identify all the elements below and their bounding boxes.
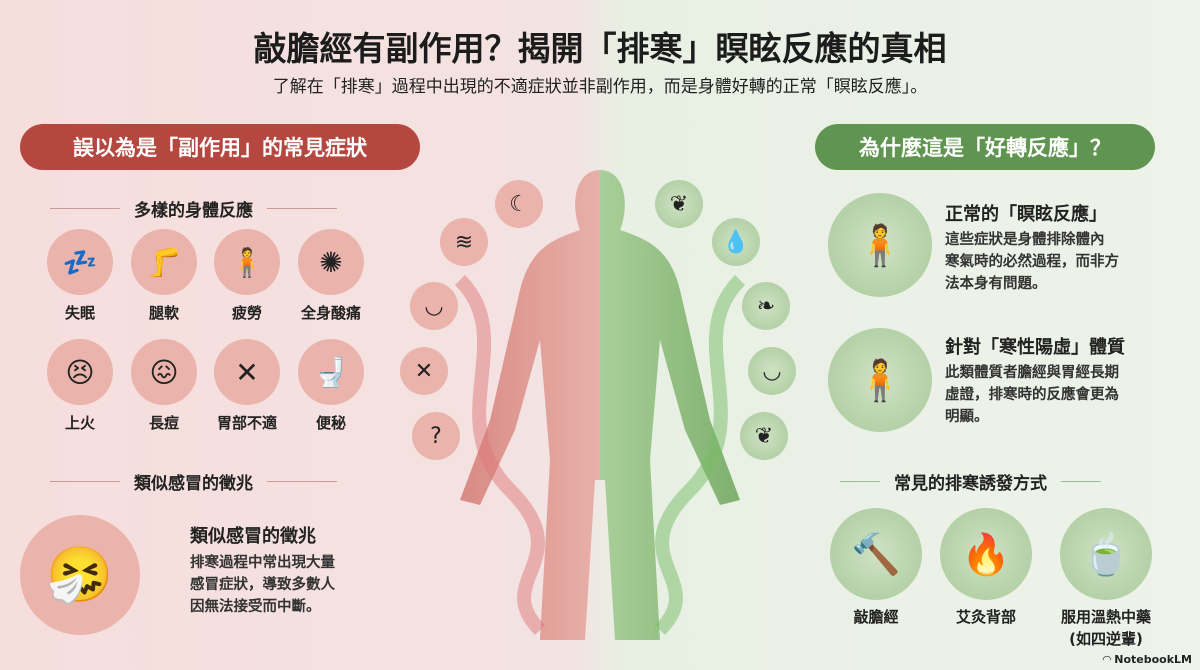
leaf-icon: ❧ (742, 282, 790, 330)
legs-icon: 🦵 (131, 229, 197, 295)
flu-body: 排寒過程中常出現大量感冒症狀，導致多數人因無法接受而中斷。 (190, 555, 335, 615)
left-heading-pill: 誤以為是「副作用」的常見症狀 (20, 124, 420, 170)
bowl-icon: ◡ (748, 347, 796, 395)
symptom-label: 腿軟 (148, 304, 179, 322)
stomach-icon: ✕ (400, 347, 448, 395)
body-figures-illustration (454, 170, 746, 640)
flushed-face-icon: 😣 (47, 339, 113, 405)
symptom-label: 疲勞 (231, 304, 262, 322)
page-subtitle: 了解在「排寒」過程中出現的不適症狀並非副作用，而是身體好轉的正常「瞑眩反應」。 (272, 77, 928, 97)
fatigue-icon: 🧍 (214, 229, 280, 295)
section-methods: 常見的排寒誘發方式 (840, 469, 1101, 494)
section-title: 常見的排寒誘發方式 (894, 474, 1047, 494)
symptom-label: 失眠 (64, 304, 95, 322)
method-label: 敲膽經 (853, 608, 899, 626)
moon-icon: ☾ (495, 180, 543, 228)
green-body-half (600, 170, 740, 640)
item1-body: 這些症狀是身體排除體內寒氣時的必然過程，而非方法本身有問題。 (945, 232, 1119, 292)
notebooklm-logo: ◠NotebookLM (1102, 653, 1192, 666)
lightbulb-icon: ? (412, 412, 460, 460)
stomach-icon: ✕ (214, 339, 280, 405)
leaf-icon: ❦ (740, 412, 788, 460)
sprout-icon: ❦ (655, 180, 703, 228)
item2-body: 此類體質者膽經與胃經長期虛證，排寒時的反應會更為明顯。 (945, 365, 1119, 425)
toilet-icon: 🚽 (298, 339, 364, 405)
item1-title: 正常的「瞑眩反應」 (945, 204, 1107, 225)
item2-title: 針對「寒性陽虛」體質 (945, 337, 1125, 358)
section-title: 多樣的身體反應 (134, 201, 253, 221)
method-label: 艾灸背部 (955, 608, 1016, 626)
symptom-label: 上火 (64, 414, 95, 432)
herbal-soup-icon: 🍵 (1060, 508, 1152, 600)
section-title: 類似感冒的徵兆 (134, 474, 253, 494)
symptom-label: 便秘 (315, 414, 346, 432)
body-meridian-icon: 🧍 (828, 328, 932, 432)
red-body-half (460, 170, 600, 640)
sneezing-person-icon: 🤧 (20, 515, 140, 635)
acne-icon: 😖 (131, 339, 197, 405)
body-release-cold-icon: 🧍 (828, 193, 932, 297)
section-body-reactions: 多樣的身體反應 (50, 196, 337, 221)
method-label: 服用溫熱中藥 (1060, 608, 1151, 626)
belly-icon: ◡ (410, 282, 458, 330)
notebooklm-icon: ◠ (1102, 653, 1112, 666)
moxibustion-icon: 🔥 (940, 508, 1032, 600)
hammer-tapping-icon: 🔨 (830, 508, 922, 600)
right-heading-pill: 為什麼這是「好轉反應」？ (815, 124, 1155, 170)
symptom-label: 胃部不適 (216, 414, 277, 432)
flu-title: 類似感冒的徵兆 (190, 526, 316, 547)
method-label-note: (如四逆輩) (1069, 630, 1143, 648)
symptom-label: 長痘 (148, 414, 179, 432)
body-ache-icon: ✺ (298, 229, 364, 295)
section-cold-signs: 類似感冒的徵兆 (50, 469, 337, 494)
sleep-icon: 💤 (47, 229, 113, 295)
wind-icon: ≋ (440, 218, 488, 266)
water-drop-icon: 💧 (712, 218, 760, 266)
page-title: 敲膽經有副作用？揭開「排寒」瞑眩反應的真相 (253, 29, 947, 68)
symptom-label: 全身酸痛 (300, 304, 361, 322)
